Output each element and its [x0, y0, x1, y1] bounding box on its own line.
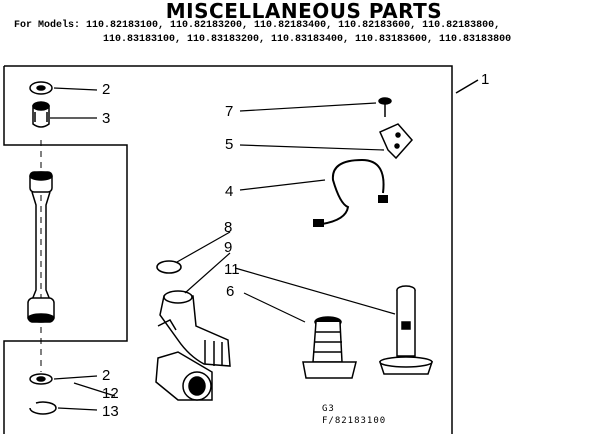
washer-top: [29, 81, 53, 95]
wire-harness: [313, 158, 388, 227]
callout-1: 1: [481, 71, 490, 88]
callout-13: 13: [102, 403, 119, 420]
callout-7: 7: [225, 103, 234, 120]
nut-part: [32, 101, 50, 128]
diagram-title: MISCELLANEOUS PARTS: [165, 0, 443, 23]
models-list-1: 110.82183100, 110.82183200, 110.82183400…: [86, 20, 501, 31]
drawing-number: F/82183100: [322, 416, 387, 426]
callout-8: 8: [224, 219, 233, 236]
callout-2-bottom: 2: [102, 367, 111, 384]
hose-piece: [155, 351, 213, 401]
washer-bottom: [29, 373, 53, 385]
assembly-frame-right: [127, 65, 453, 434]
callout-12: 12: [102, 385, 119, 402]
callout-9: 9: [224, 239, 233, 256]
callout-3: 3: [102, 110, 111, 127]
bracket-part: [379, 123, 413, 160]
callout-2-top: 2: [102, 81, 111, 98]
screw-part: [378, 97, 392, 117]
drain-elbow: [157, 290, 231, 367]
models-line-2: 110.83183100, 110.83183200, 110.83183400…: [103, 34, 512, 45]
callout-5: 5: [225, 136, 234, 153]
snap-ring: [29, 401, 57, 415]
callout-11: 11: [224, 261, 240, 278]
pump-coupling: [302, 316, 357, 379]
models-prefix: For Models:: [14, 20, 81, 31]
hose-ring: [156, 260, 182, 274]
code-g3: G3: [322, 404, 335, 414]
models-line-1: For Models: 110.82183100, 110.82183200, …: [14, 20, 500, 32]
assembly-frame: [3, 66, 128, 434]
callout-4: 4: [225, 183, 234, 200]
agitator-shaft: [27, 171, 55, 323]
support-post: [378, 285, 434, 375]
leader-1: [455, 79, 479, 94]
callout-6: 6: [226, 283, 235, 300]
